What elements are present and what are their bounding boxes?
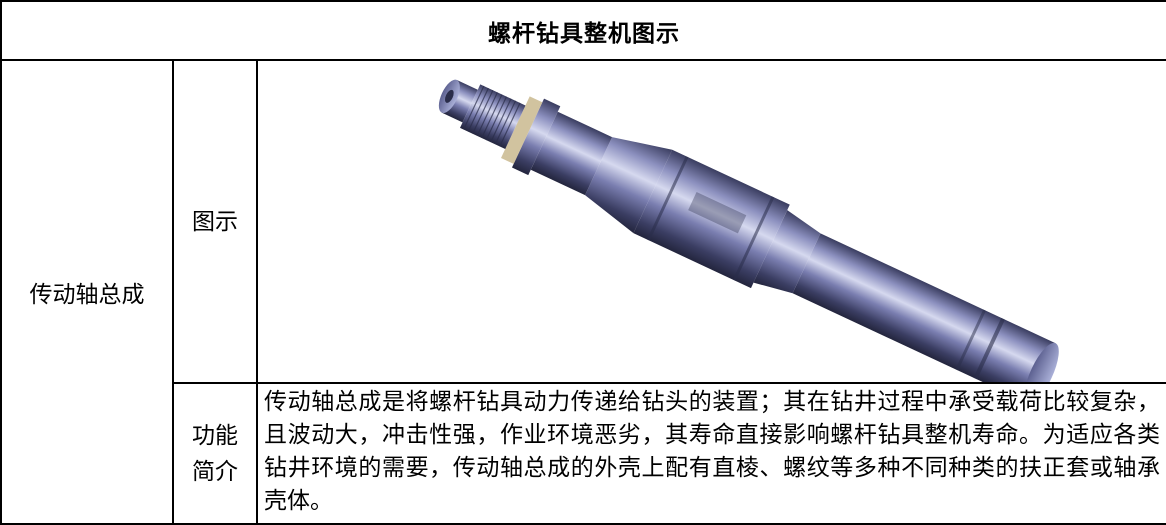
title-row: 螺杆钻具整机图示 xyxy=(0,0,1166,61)
function-description: 传动轴总成是将螺杆钻具动力传递给钻头的装置；其在钻井过程中承受载荷比较复杂，且波… xyxy=(255,382,1166,525)
drive-shaft-image xyxy=(438,79,1059,382)
function-label: 功能 简介 xyxy=(172,382,258,525)
figure-label: 图示 xyxy=(172,59,258,384)
figure-row: 传动轴总成 图示 xyxy=(0,59,1166,525)
figure-cell xyxy=(255,59,1166,384)
section-label: 传动轴总成 xyxy=(0,59,174,525)
function-label-line2: 简介 xyxy=(192,458,238,485)
function-label-line1: 功能 xyxy=(192,422,238,449)
function-row: 功能 简介 传动轴总成是将螺杆钻具动力传递给钻头的装置；其在钻井过程中承受载荷比… xyxy=(1,382,1166,525)
table-title: 螺杆钻具整机图示 xyxy=(0,0,1166,61)
